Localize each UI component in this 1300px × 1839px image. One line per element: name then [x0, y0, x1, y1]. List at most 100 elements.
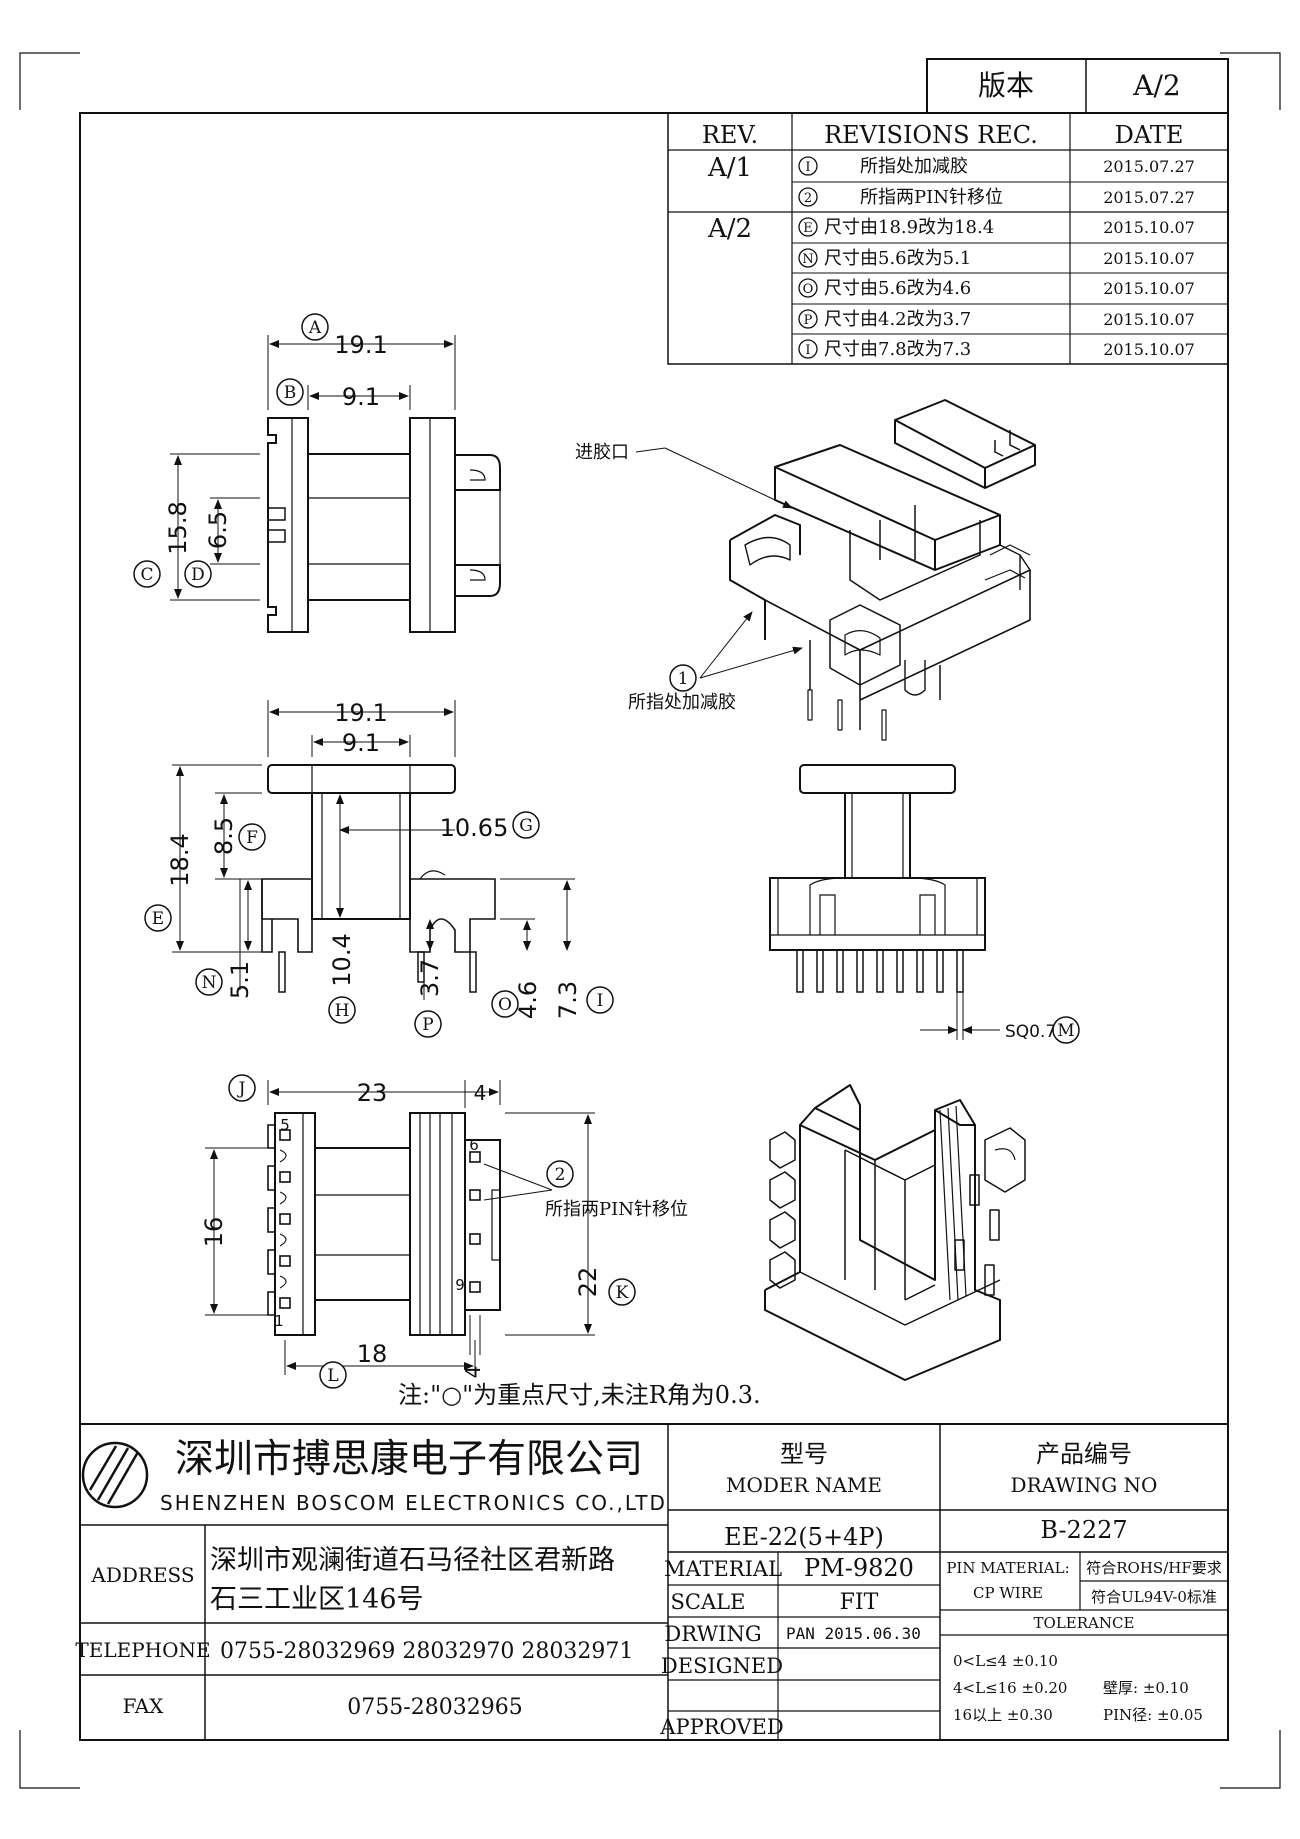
wall-tolerance: 壁厚: ±0.10	[1103, 1679, 1189, 1697]
scale-value: FIT	[840, 1590, 879, 1615]
revision-description: 所指处加减胶	[860, 156, 968, 177]
marker-f: F	[238, 823, 266, 851]
drawing-by-label: DRWING	[664, 1622, 761, 1646]
model-value: EE-22(5+4P)	[724, 1523, 884, 1551]
designed-label: DESIGNED	[661, 1654, 783, 1678]
revision-description: 尺寸由5.6改为4.6	[824, 278, 971, 299]
dim-g-value: 10.65	[440, 814, 509, 842]
marker-l-circle	[319, 1361, 347, 1389]
marker-j: J	[228, 1074, 256, 1102]
version-box: 版本 A/2	[926, 58, 1229, 114]
marker-d: D	[184, 560, 212, 588]
dim-n-value: 5.1	[226, 961, 254, 999]
marker-j-circle	[228, 1074, 256, 1102]
dim-bottom-thickness: 4	[461, 1366, 485, 1379]
material-label: MATERIAL	[664, 1557, 782, 1581]
side-view	[769, 764, 986, 993]
marker-g: G	[512, 811, 540, 839]
marker-n-letter: N	[202, 973, 217, 993]
marker-k: K	[608, 1278, 636, 1306]
marker-k-letter: K	[616, 1283, 629, 1303]
revision-row: N 尺寸由5.6改为5.1 2015.10.07	[798, 248, 1195, 269]
fax-label: FAX	[123, 1694, 165, 1718]
marker-g-circle	[512, 811, 540, 839]
front-view-dims	[172, 700, 575, 1000]
marker-g-letter: G	[519, 816, 533, 836]
marker-b-circle	[276, 378, 304, 406]
marker-d-letter: D	[191, 565, 205, 585]
marker-j-letter: J	[237, 1079, 246, 1099]
marker-b: B	[276, 378, 304, 406]
marker-e: E	[144, 904, 172, 932]
iso-view-bottom	[764, 1084, 1026, 1381]
dim-i-value: 7.3	[554, 981, 582, 1019]
marker-h-letter: H	[335, 1001, 350, 1021]
dim-h-value: 10.4	[328, 933, 356, 986]
revision-description: 尺寸由4.2改为3.7	[824, 309, 971, 330]
drawing-label-cn: 产品编号	[1036, 1440, 1132, 1468]
rev-a2: A/2	[707, 214, 752, 244]
marker-i-letter: I	[597, 991, 604, 1011]
rohs-note: 符合ROHS/HF要求	[1086, 1559, 1222, 1577]
marker-n-circle	[195, 968, 223, 996]
corner-marks	[19, 52, 1281, 1789]
revision-mark-circle	[798, 217, 818, 237]
telephone-label: TELEPHONE	[75, 1638, 210, 1662]
pin-size-label: SQ0.7	[1005, 1022, 1056, 1042]
revision-date: 2015.10.07	[1103, 340, 1195, 359]
rev-a1: A/1	[707, 153, 752, 183]
revision-date: 2015.07.27	[1103, 157, 1195, 176]
marker-i-circle	[586, 986, 614, 1014]
revision-mark: I	[805, 160, 810, 175]
marker-h-circle	[328, 996, 356, 1024]
marker-m-circle	[1052, 1016, 1080, 1044]
marker-o-circle	[491, 990, 519, 1018]
rev-header-rev: REV.	[702, 121, 758, 149]
pin-material-label: PIN MATERIAL:	[946, 1559, 1069, 1577]
address-line-1: 深圳市观澜街道石马径社区君新路	[210, 1545, 615, 1576]
iso-view-top-leaders	[635, 447, 803, 679]
pin-shift-note: 所指两PIN针移位	[545, 1199, 688, 1220]
company-name-cn: 深圳市搏思康电子有限公司	[175, 1437, 643, 1482]
pin-tolerance: PIN径: ±0.05	[1103, 1706, 1203, 1724]
revision-mark: N	[802, 252, 813, 267]
revision-date: 2015.10.07	[1103, 310, 1195, 329]
note-text: 注:"○"为重点尺寸,未注R角为0.3.	[398, 1381, 761, 1409]
top-view	[267, 417, 501, 633]
revision-date: 2015.07.27	[1103, 188, 1195, 207]
gate-note: 进胶口	[575, 442, 629, 463]
top-view-dims	[170, 335, 456, 601]
revision-description: 尺寸由5.6改为5.1	[824, 248, 971, 269]
dim-top-thickness: 4	[474, 1081, 487, 1105]
revision-date: 2015.10.07	[1103, 249, 1195, 268]
dim-f-value: 8.5	[210, 817, 238, 855]
revision-mark: E	[803, 221, 813, 236]
marker-f-letter: F	[246, 828, 258, 848]
marker-c-letter: C	[140, 565, 153, 585]
dim-front-core: 9.1	[342, 729, 380, 757]
marker-a-circle	[301, 313, 329, 341]
revision-mark-circle	[798, 309, 818, 329]
dim-d-value: 6.5	[204, 511, 232, 549]
iso-view-top	[729, 399, 1036, 741]
dim-j-value: 23	[357, 1079, 388, 1107]
front-view	[261, 764, 496, 993]
marker-o: O	[491, 990, 519, 1018]
pin-material-value: CP WIRE	[973, 1584, 1043, 1602]
marker-p: P	[414, 1010, 442, 1038]
dim-pin-span: 16	[200, 1217, 228, 1248]
revision-mark: 2	[804, 191, 812, 206]
marker-2-circle	[546, 1160, 574, 1188]
dim-b-value: 9.1	[342, 383, 380, 411]
revision-description: 尺寸由18.9改为18.4	[824, 217, 994, 238]
revision-mark-circle	[798, 339, 818, 359]
revision-date: 2015.10.07	[1103, 218, 1195, 237]
drawing-label-en: DRAWING NO	[1011, 1473, 1158, 1497]
marker-i: I	[586, 986, 614, 1014]
marker-e-letter: E	[152, 909, 164, 929]
drawing-border	[79, 112, 1229, 1741]
